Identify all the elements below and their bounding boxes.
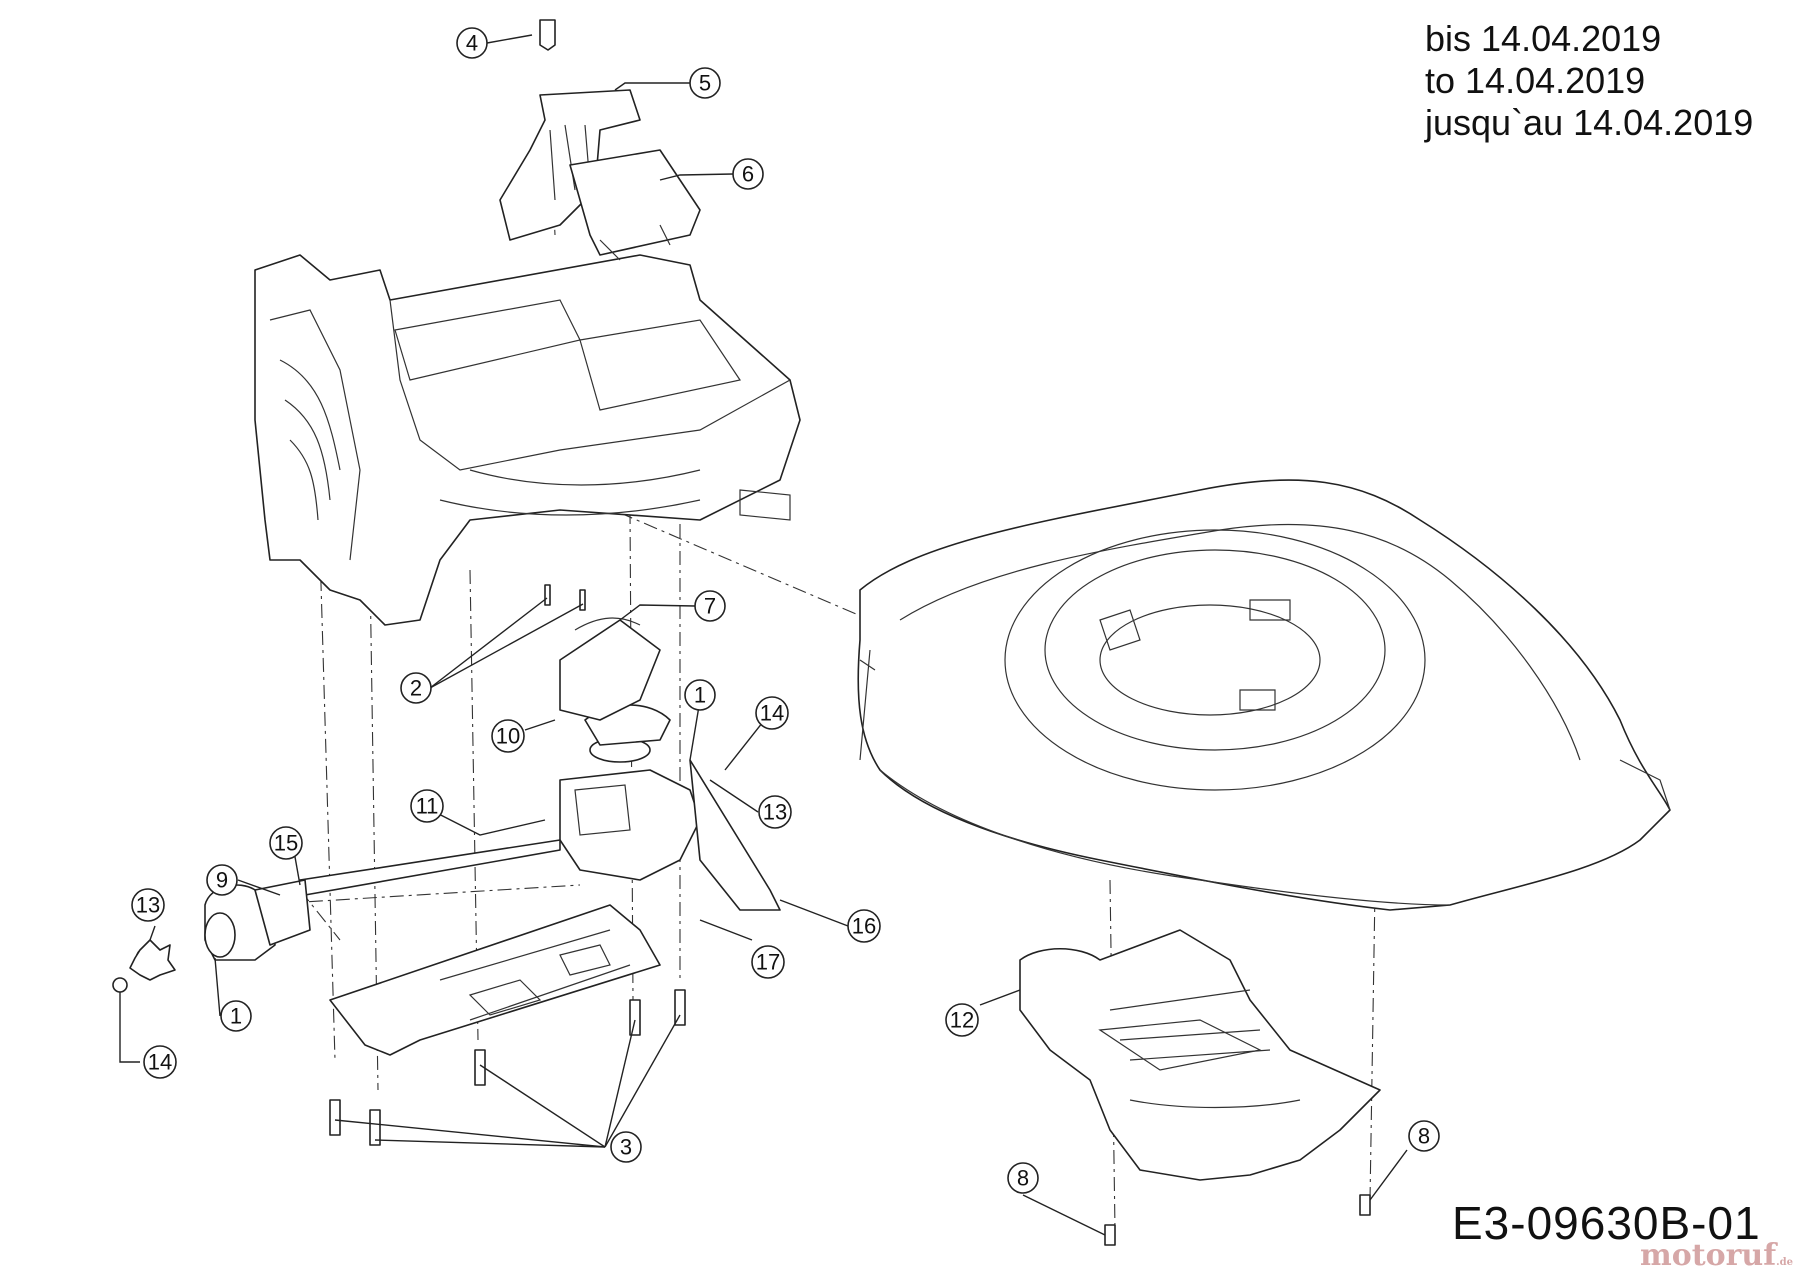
callout-10: 10 [491,719,525,753]
callout-14-lower: 14 [143,1045,177,1079]
validity-note: bis 14.04.2019 to 14.04.2019 jusqu`au 14… [1425,18,1753,144]
svg-text:16: 16 [852,914,876,939]
mower-deck [857,479,1671,911]
watermark-brand: motoruf [1640,1238,1777,1272]
callout-9: 9 [206,864,238,896]
callout-1-upper: 1 [684,679,716,711]
svg-text:3: 3 [620,1135,632,1160]
svg-text:1: 1 [694,683,706,708]
watermark-logo: motoruf.de [1640,1238,1793,1272]
discharge-chute [1019,929,1381,1181]
svg-text:2: 2 [410,676,422,701]
watermark-suffix: .de [1776,1257,1793,1268]
callout-13-upper: 13 [758,795,792,829]
svg-text:8: 8 [1017,1166,1029,1191]
callout-11: 11 [410,789,444,823]
validity-line-fr: jusqu`au 14.04.2019 [1425,102,1754,143]
callout-6: 6 [732,158,764,190]
callout-8-left: 8 [1007,1162,1039,1194]
svg-text:14: 14 [760,701,784,726]
bolts [329,584,1371,1246]
lower-bracket [329,904,661,1056]
upper-cover-parts [499,19,701,261]
svg-text:9: 9 [216,868,228,893]
callout-15: 15 [269,826,303,860]
callout-14-upper: 14 [755,696,789,730]
svg-text:14: 14 [148,1050,172,1075]
callout-17: 17 [751,945,785,979]
gearbox-assembly [299,617,781,911]
callout-1-lower: 1 [220,1000,252,1032]
callout-13-lower: 13 [131,888,165,922]
svg-text:12: 12 [950,1008,974,1033]
svg-text:5: 5 [699,71,711,96]
svg-text:13: 13 [136,893,160,918]
rear-frame-housing [254,254,801,626]
svg-text:15: 15 [274,831,298,856]
callout-4: 4 [456,27,488,59]
svg-text:13: 13 [763,800,787,825]
callout-12: 12 [945,1003,979,1037]
svg-text:8: 8 [1418,1124,1430,1149]
callout-5: 5 [689,67,721,99]
svg-text:10: 10 [496,724,520,749]
svg-text:1: 1 [230,1004,242,1029]
wheel-drive-parts [112,879,311,993]
callout-3: 3 [610,1131,642,1163]
callout-2: 2 [400,672,432,704]
svg-text:4: 4 [466,31,478,56]
svg-text:7: 7 [704,594,716,619]
drawing-number: E3-09630B-01 [1452,1197,1761,1249]
callout-8-right: 8 [1408,1120,1440,1152]
svg-text:17: 17 [756,950,780,975]
validity-line-en: to 14.04.2019 [1425,60,1646,101]
validity-line-de: bis 14.04.2019 [1425,18,1662,59]
callout-7: 7 [694,590,726,622]
svg-text:11: 11 [416,794,439,819]
svg-text:6: 6 [742,162,754,187]
callout-16: 16 [847,909,881,943]
